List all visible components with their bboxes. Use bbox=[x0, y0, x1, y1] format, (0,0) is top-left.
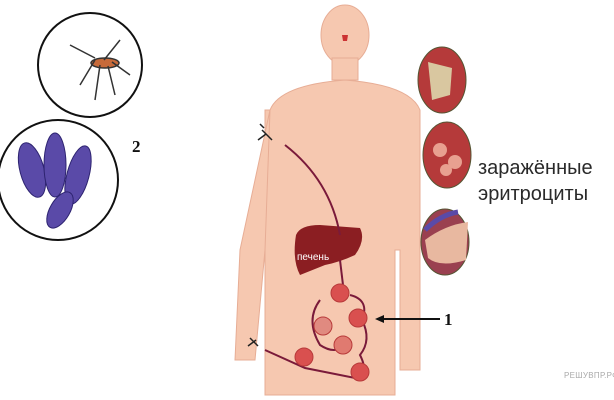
infected-erythrocytes-caption: заражённые эритроциты bbox=[478, 155, 593, 207]
pointer-arrow-1 bbox=[375, 315, 440, 323]
parasite-icon bbox=[17, 132, 92, 229]
mosquito-small-icons bbox=[247, 123, 273, 347]
label-2: 2 bbox=[132, 137, 141, 156]
mosquito-icon bbox=[69, 39, 131, 101]
caption-line-2: эритроциты bbox=[478, 183, 589, 205]
caption-line-1: заражённые bbox=[478, 157, 593, 179]
zoom-circles bbox=[417, 46, 472, 276]
watermark: РЕШУВПР.РФ bbox=[564, 371, 614, 380]
infected-erythrocytes bbox=[294, 283, 370, 382]
liver bbox=[294, 225, 363, 275]
mosquito-circle bbox=[37, 12, 143, 118]
label-1: 1 bbox=[444, 310, 453, 329]
liver-label: печень bbox=[297, 252, 330, 263]
human-body bbox=[234, 4, 421, 396]
brain-spot bbox=[342, 35, 348, 41]
